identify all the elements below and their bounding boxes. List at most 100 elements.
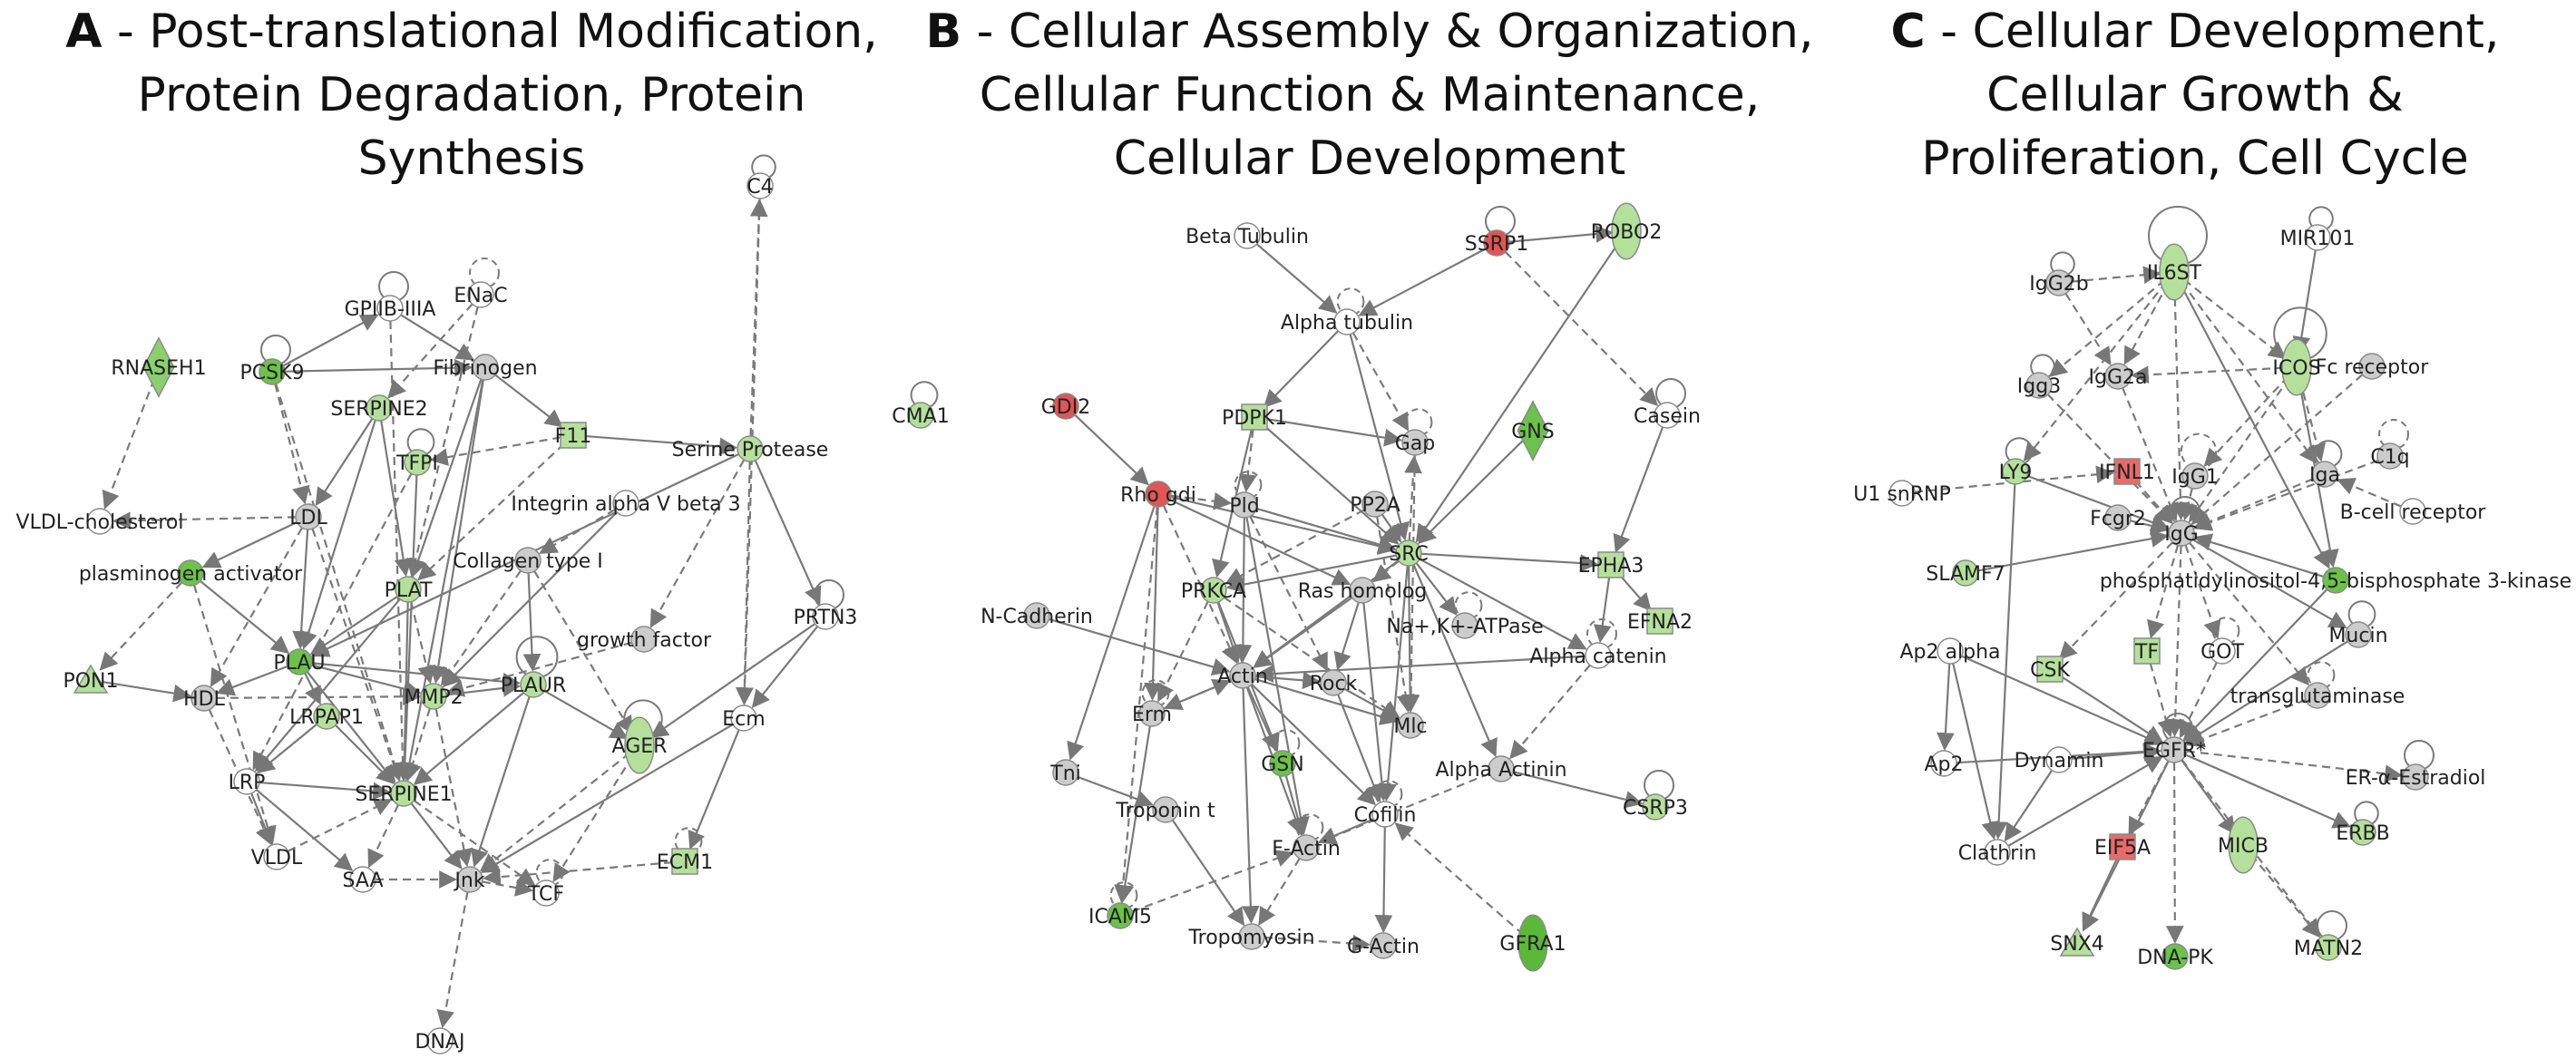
node-c-slamf7[interactable]: SLAMF7 (1926, 559, 2005, 587)
node-c-erbb[interactable]: ERBB (2336, 819, 2390, 846)
node-b-gns[interactable]: GNS (1511, 400, 1555, 461)
node-b-gsn[interactable]: GSN (1261, 750, 1304, 777)
node-a-vldl[interactable]: VLDL (251, 843, 303, 870)
node-a-plat[interactable]: PLAT (385, 576, 433, 603)
node-b-factin[interactable]: F-Actin (1272, 834, 1341, 861)
node-b-mlc[interactable]: Mlc (1393, 712, 1428, 739)
node-a-pon1[interactable]: PON1 (63, 664, 119, 694)
node-c-c1q[interactable]: C1q (2370, 442, 2410, 470)
node-c-igg2b[interactable]: IgG2b (2029, 269, 2089, 296)
node-a-lrp[interactable]: LRP (229, 768, 266, 795)
node-a-pcsk9[interactable]: PCSK9 (239, 358, 305, 385)
node-c-igg3[interactable]: Igg3 (2017, 372, 2061, 399)
node-c-ifnl1[interactable]: IFNL1 (2099, 458, 2155, 485)
node-c-ly9[interactable]: LY9 (1999, 458, 2033, 485)
node-b-icam5[interactable]: ICAM5 (1088, 902, 1152, 929)
node-a-gpiib[interactable]: GPIIB-IIIA (345, 295, 436, 322)
node-b-gap[interactable]: Gap (1395, 429, 1436, 456)
node-a-dnaj[interactable]: DNAJ (415, 1027, 465, 1054)
node-b-acat[interactable]: Alpha catenin (1529, 642, 1667, 669)
node-a-f11[interactable]: F11 (555, 422, 592, 449)
node-c-dyn[interactable]: Dynamin (2015, 746, 2104, 773)
node-c-iga[interactable]: Iga (2309, 461, 2340, 488)
node-a-serpine1[interactable]: SERPINE1 (355, 780, 453, 807)
node-c-eif5a[interactable]: EIF5A (2094, 833, 2151, 860)
node-b-atub[interactable]: Alpha tubulin (1281, 308, 1413, 335)
node-b-aact[interactable]: Alpha Actinin (1435, 755, 1567, 782)
node-c-ere[interactable]: ER-α-Estradiol (2346, 763, 2486, 791)
node-a-tfpi[interactable]: TFPI (395, 449, 438, 476)
node-b-epha3[interactable]: EPHA3 (1578, 551, 1644, 578)
node-c-fcgr2[interactable]: Fcgr2 (2090, 504, 2146, 531)
node-c-mir101[interactable]: MIR101 (2280, 224, 2356, 251)
node-b-tropmy[interactable]: Tropomyosin (1187, 923, 1315, 950)
node-b-pp2a[interactable]: PP2A (1350, 491, 1400, 518)
node-a-ecm1[interactable]: ECM1 (657, 848, 713, 875)
node-c-got[interactable]: GOT (2200, 637, 2244, 665)
node-a-enac[interactable]: ENaC (454, 281, 508, 308)
node-b-gdi2[interactable]: GDI2 (1041, 393, 1090, 420)
node-b-ncad[interactable]: N-Cadherin (981, 602, 1093, 629)
node-a-mmp2[interactable]: MMP2 (404, 683, 463, 710)
node-b-rock[interactable]: Rock (1310, 669, 1358, 696)
node-b-actin[interactable]: Actin (1217, 662, 1268, 689)
node-b-cofilin[interactable]: Cofilin (1354, 801, 1417, 828)
node-b-efna2[interactable]: EFNA2 (1627, 607, 1693, 635)
node-c-micb[interactable]: MICB (2218, 816, 2269, 874)
node-b-pdpk1[interactable]: PDPK1 (1222, 403, 1287, 431)
node-a-saa[interactable]: SAA (342, 866, 384, 893)
node-c-tf[interactable]: TF (2133, 637, 2161, 665)
node-c-tgase[interactable]: transglutaminase (2230, 682, 2405, 709)
node-b-prkca[interactable]: PRKCA (1181, 577, 1246, 604)
node-a-growth[interactable]: growth factor (577, 626, 712, 653)
node-b-tni[interactable]: Tni (1049, 759, 1081, 786)
node-c-pi3k[interactable]: phosphatidylinositol-4,5-bisphosphate 3-… (2100, 567, 2571, 594)
node-a-rnaseh1[interactable]: RNASEH1 (111, 336, 207, 398)
node-b-rhogdi[interactable]: Rho gdi (1120, 481, 1196, 508)
node-a-ager[interactable]: AGER (612, 716, 668, 774)
node-c-fcr[interactable]: Fc receptor (2316, 353, 2430, 380)
node-c-egfr[interactable]: EGFR* (2142, 736, 2206, 763)
node-c-clath[interactable]: Clathrin (1958, 839, 2037, 866)
node-a-ecm[interactable]: Ecm (722, 704, 766, 732)
node-b-pld[interactable]: Pld (1229, 491, 1260, 519)
node-b-nak[interactable]: Na+,K+-ATPase (1386, 612, 1544, 639)
node-b-tropt[interactable]: Troponin t (1115, 796, 1215, 823)
node-a-ldl[interactable]: LDL (289, 503, 327, 530)
node-c-il6st[interactable]: IL6ST (2147, 243, 2202, 301)
node-a-coll[interactable]: Collagen type I (453, 547, 603, 574)
node-b-erm[interactable]: Erm (1132, 700, 1172, 727)
node-c-u1[interactable]: U1 snRNP (1853, 480, 1951, 507)
node-a-serpine2[interactable]: SERPINE2 (330, 394, 428, 422)
node-a-lrpap1[interactable]: LRPAP1 (289, 703, 364, 730)
node-a-serprot[interactable]: Serine Protease (672, 435, 829, 462)
node-b-gactin[interactable]: G-Actin (1347, 932, 1420, 959)
node-c-icos[interactable]: ICOS (2272, 338, 2321, 396)
node-b-casein[interactable]: Casein (1634, 402, 1701, 429)
node-a-prtn3[interactable]: PRTN3 (794, 603, 858, 630)
node-c-igg[interactable]: IgG (2164, 520, 2199, 547)
node-c-ap2a[interactable]: Ap2 alpha (1900, 637, 2001, 665)
node-b-btub[interactable]: Beta Tubulin (1186, 222, 1309, 249)
node-a-jnk[interactable]: Jnk (453, 866, 485, 893)
node-a-cma1[interactable]: CMA1 (892, 402, 950, 429)
node-b-ssrp1[interactable]: SSRP1 (1465, 229, 1528, 257)
node-c-snx4[interactable]: SNX4 (2050, 927, 2104, 957)
node-a-plaur[interactable]: PLAUR (501, 671, 566, 698)
node-b-robo2[interactable]: ROBO2 (1591, 202, 1663, 260)
node-a-tcf[interactable]: TCF (527, 879, 564, 907)
node-c-ap2[interactable]: Ap2 (1924, 750, 1964, 777)
node-a-plau[interactable]: PLAU (273, 648, 326, 675)
node-c-bcr[interactable]: B-cell receptor (2340, 498, 2487, 525)
node-b-src[interactable]: SRC (1389, 539, 1429, 567)
node-c-igg2a[interactable]: IgG2a (2089, 363, 2148, 390)
node-c-igg1[interactable]: IgG1 (2171, 462, 2219, 490)
node-b-gfra1[interactable]: GFRA1 (1499, 914, 1566, 972)
node-a-integ[interactable]: Integrin alpha V beta 3 (511, 490, 741, 517)
node-a-vldlc[interactable]: VLDL-cholesterol (16, 508, 184, 535)
node-c-mucin[interactable]: Mucin (2328, 621, 2388, 648)
node-b-ras[interactable]: Ras homolog (1298, 577, 1428, 604)
node-c-dnapk[interactable]: DNA-PK (2137, 943, 2213, 970)
node-a-hdl[interactable]: HDL (183, 685, 226, 712)
node-c-matn2[interactable]: MATN2 (2294, 934, 2363, 961)
